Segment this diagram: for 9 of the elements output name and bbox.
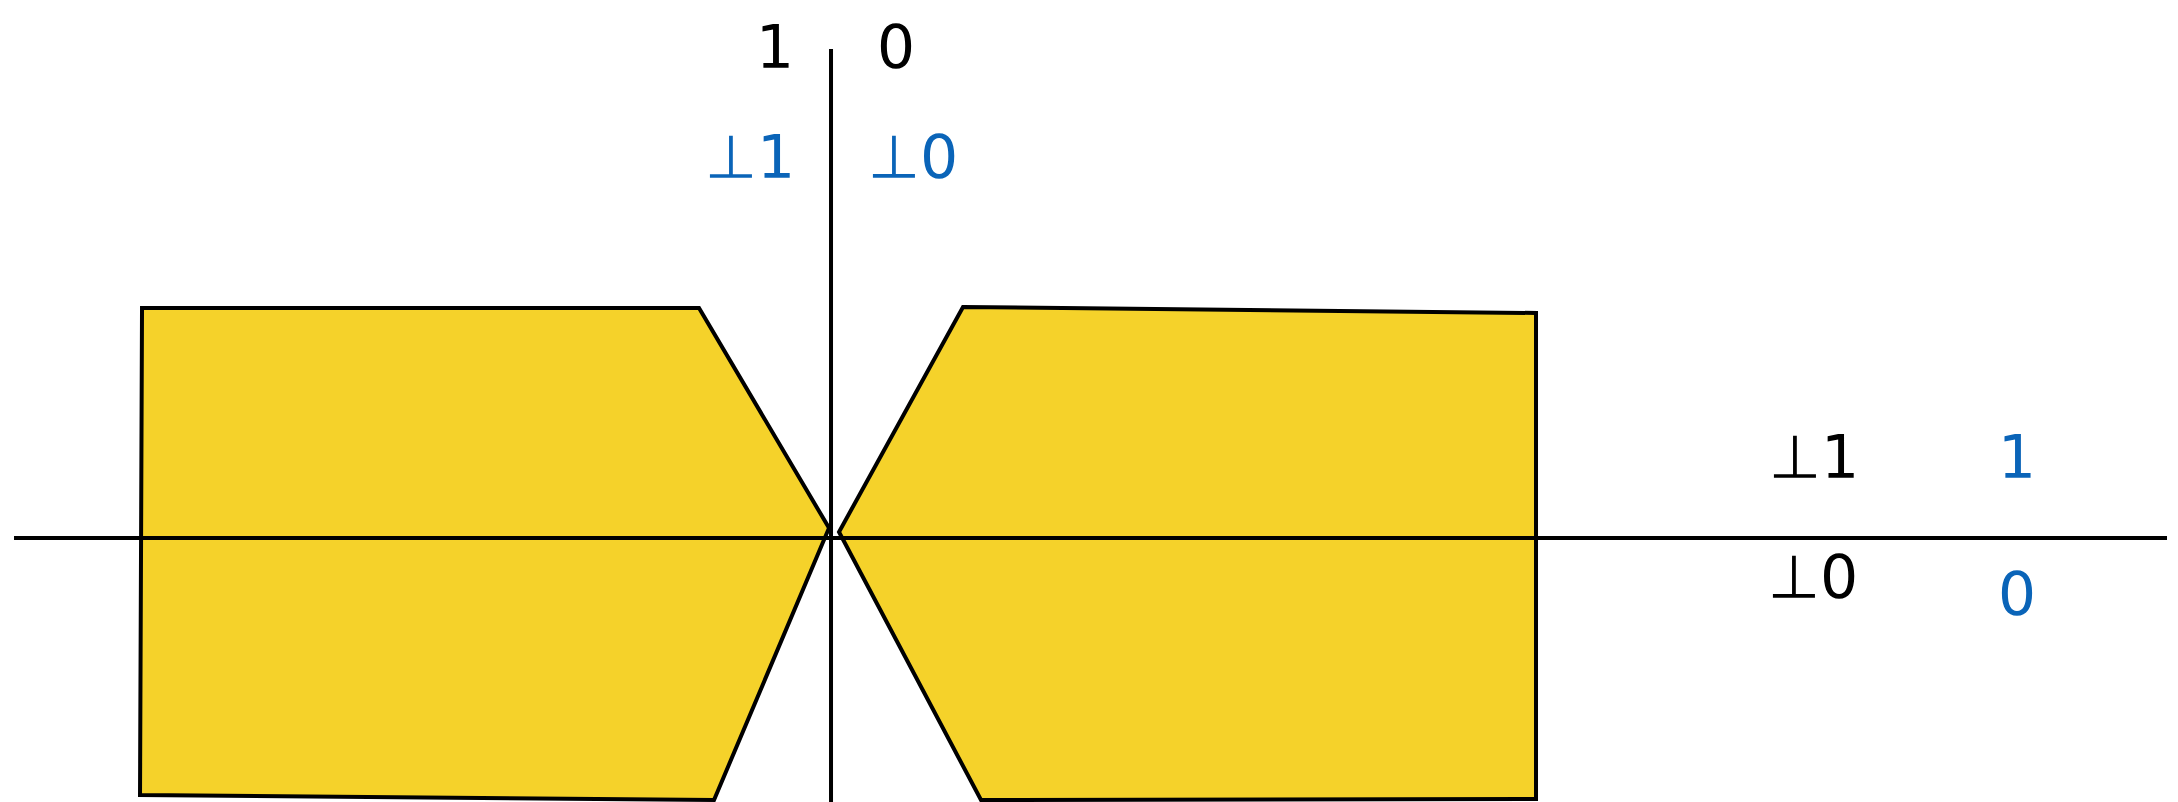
axis-label: ⊥1 [1773, 434, 1854, 478]
axis-label: 1 [762, 24, 789, 68]
axis-label: 0 [2001, 570, 2033, 616]
axis-label: ⊥0 [1772, 553, 1855, 599]
axis-label: ⊥1 [709, 134, 790, 178]
axis-label: ⊥0 [872, 133, 955, 179]
polygon-shape [138, 306, 832, 802]
axis-label: 1 [2004, 434, 2031, 478]
axis-label: 0 [880, 23, 912, 69]
